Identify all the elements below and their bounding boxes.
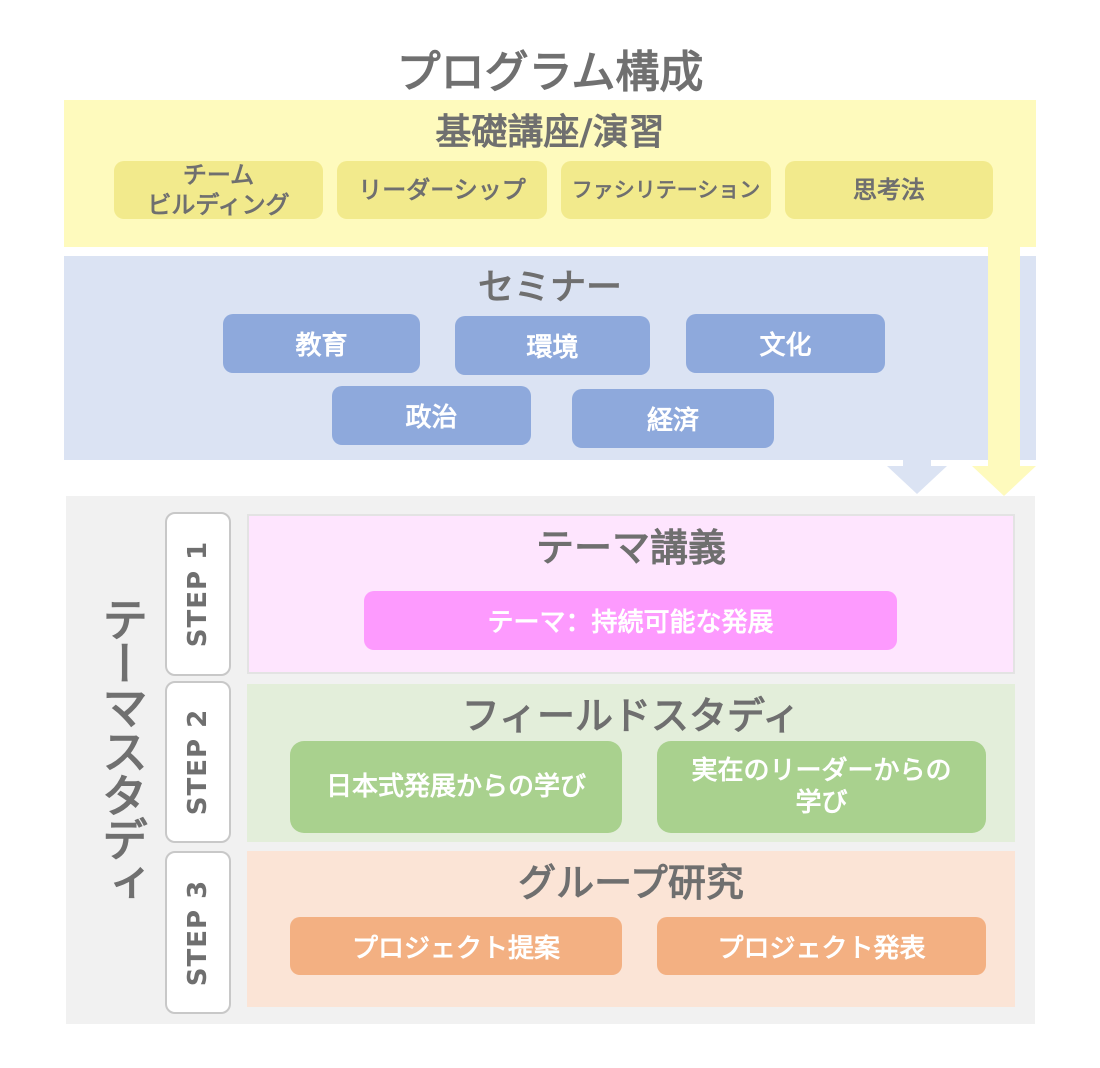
step3-tab: STEP 3 xyxy=(165,851,231,1014)
step3-title: グループ研究 xyxy=(518,860,744,905)
seminar-arrow-shaft xyxy=(903,458,931,468)
step2-item-japanese-development: 日本式発展からの学び xyxy=(290,741,622,833)
basic-item-leadership: リーダーシップ xyxy=(337,161,547,219)
basic-item-thinking: 思考法 xyxy=(785,161,993,219)
seminar-arrow-head xyxy=(887,466,947,494)
step3-item-project-presentation: プロジェクト発表 xyxy=(657,917,986,975)
basic-arrow-shaft xyxy=(988,246,1020,468)
step3-item-project-proposal: プロジェクト提案 xyxy=(290,917,622,975)
step2-title: フィールドスタディ xyxy=(461,693,801,738)
page-title: プログラム構成 xyxy=(396,47,704,98)
basic-item-team-building: チーム ビルディング xyxy=(114,161,323,219)
step1-item-sustainable-development: テーマ：持続可能な発展 xyxy=(364,591,897,650)
basic-section-title: 基礎講座/演習 xyxy=(435,112,665,153)
seminar-section-title: セミナー xyxy=(477,267,622,308)
step1-title: テーマ講義 xyxy=(535,525,726,570)
step2-tab: STEP 2 xyxy=(165,681,231,843)
seminar-item-economy: 経済 xyxy=(572,389,774,448)
step1-label: STEP 1 xyxy=(183,540,214,648)
seminar-item-education: 教育 xyxy=(223,314,420,373)
basic-arrow-head xyxy=(972,466,1036,496)
seminar-item-politics: 政治 xyxy=(332,386,531,445)
step3-label: STEP 3 xyxy=(183,879,214,986)
step1-tab: STEP 1 xyxy=(165,512,231,676)
seminar-item-culture: 文化 xyxy=(686,314,885,373)
basic-item-facilitation: ファシリテーション xyxy=(561,161,771,219)
theme-study-label: テーマスタディ xyxy=(95,596,149,904)
step2-label: STEP 2 xyxy=(183,708,214,816)
seminar-item-environment: 環境 xyxy=(455,316,650,375)
step2-item-real-leaders: 実在のリーダーからの 学び xyxy=(657,741,986,833)
